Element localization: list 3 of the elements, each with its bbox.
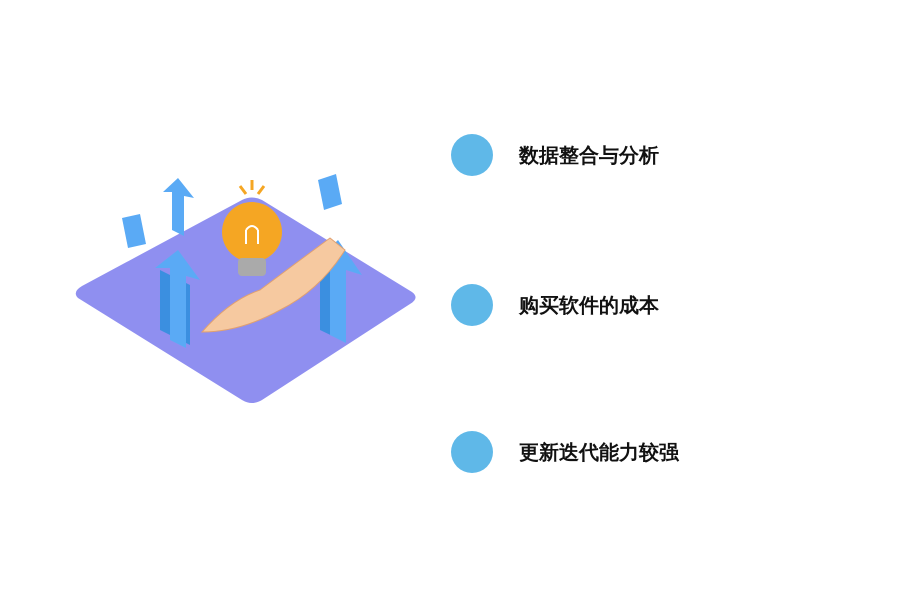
item-text: 数据整合与分析: [519, 143, 659, 167]
item-text: 购买软件的成本: [519, 293, 659, 317]
item-text: 更新迭代能力较强: [519, 440, 679, 464]
